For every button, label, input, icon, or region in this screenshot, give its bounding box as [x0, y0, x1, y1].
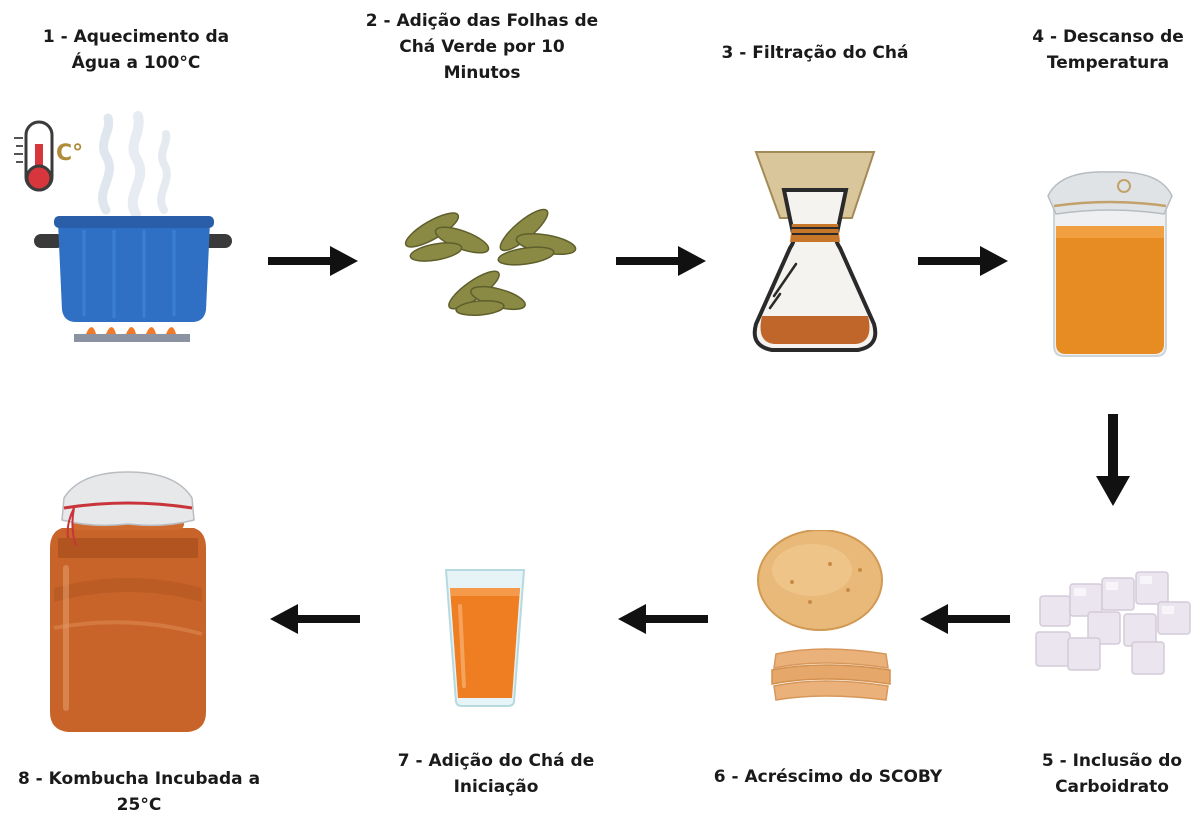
arrow-down [1094, 414, 1132, 508]
step-5-label: 5 - Inclusão do Carboidrato [1041, 751, 1183, 797]
covered-jar-icon [1040, 166, 1180, 360]
thermometer-unit: C° [56, 141, 83, 166]
step-4-label: 4 - Descanso de Temperatura [1032, 27, 1184, 73]
thermometer-icon [14, 120, 54, 192]
kombucha-jar-icon [44, 468, 212, 736]
arrow-left-3 [268, 602, 360, 636]
boiling-pot-icon: C° [14, 110, 250, 350]
pour-over-filter-icon [740, 146, 890, 360]
glass-of-tea-icon [440, 566, 530, 708]
arrow-right-2 [616, 244, 708, 278]
arrow-left-2 [616, 602, 708, 636]
step-6-label: 6 - Acréscimo do SCOBY [713, 767, 943, 787]
step-3-label: 3 - Filtração do Chá [721, 43, 909, 63]
arrow-right-1 [268, 244, 360, 278]
sugar-cubes-icon [1028, 566, 1198, 676]
tea-leaves-icon [396, 200, 586, 320]
arrow-right-3 [918, 244, 1010, 278]
step-2-label: 2 - Adição das Folhas de Chá Verde por 1… [365, 11, 599, 83]
step-8-label: 8 - Kombucha Incubada a 25°C [17, 769, 261, 815]
arrow-left-1 [918, 602, 1010, 636]
step-1-label: 1 - Aquecimento da Água a 100°C [42, 27, 230, 73]
step-7-label: 7 - Adição do Chá de Iniciação [397, 751, 595, 797]
scoby-icon [752, 530, 902, 714]
